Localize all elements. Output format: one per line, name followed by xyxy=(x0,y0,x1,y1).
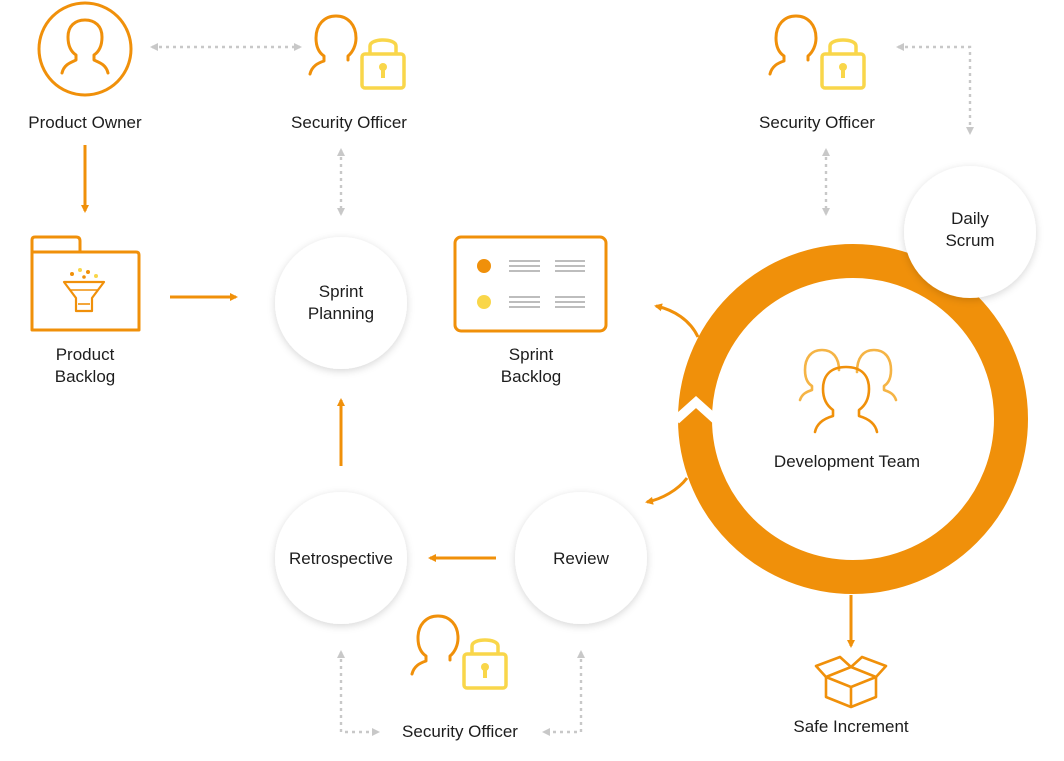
daily-scrum-line1: Daily xyxy=(951,209,989,228)
person-lock-icon xyxy=(410,614,508,690)
product-backlog-line1: Product xyxy=(55,345,115,364)
box-icon xyxy=(814,655,888,709)
review-circle xyxy=(515,492,647,624)
sprint-backlog-label: Sprint Backlog xyxy=(471,344,591,388)
sprint-planning-line2: Planning xyxy=(307,304,375,323)
product-owner-label: Product Owner xyxy=(28,113,142,132)
sprint-planning-label: Sprint Planning xyxy=(281,281,401,325)
development-team-label: Development Team xyxy=(773,452,921,471)
sprint-backlog-line2: Backlog xyxy=(500,367,562,386)
arrow-ring-to-sprint-backlog xyxy=(654,303,700,338)
retrospective-label: Retrospective xyxy=(289,549,393,568)
person-lock-icon xyxy=(308,14,406,90)
review-label: Review xyxy=(553,549,609,568)
security-officer-right-label: Security Officer xyxy=(759,113,875,132)
person-lock-icon xyxy=(768,14,866,90)
folder-funnel-icon xyxy=(30,235,141,332)
product-backlog-label: Product Backlog xyxy=(25,344,145,388)
security-officer-bottom-label: Security Officer xyxy=(402,722,518,741)
daily-scrum-line2: Scrum xyxy=(945,231,995,250)
safe-increment-label: Safe Increment xyxy=(793,717,909,736)
flow-arrows xyxy=(81,145,855,648)
board-list-icon xyxy=(453,235,608,333)
sprint-planning-line1: Sprint xyxy=(318,282,364,301)
product-backlog-line2: Backlog xyxy=(54,367,116,386)
person-icon xyxy=(37,1,133,97)
link-retro-security-bottom xyxy=(337,650,380,736)
sprint-backlog-line1: Sprint xyxy=(508,345,554,364)
security-links xyxy=(150,43,974,736)
development-cycle-ring xyxy=(672,244,1028,594)
link-security-right-daily-scrum xyxy=(896,43,974,135)
team-icon xyxy=(798,348,898,434)
arrow-ring-to-review xyxy=(645,477,689,505)
link-review-security-bottom xyxy=(542,650,585,736)
daily-scrum-circle xyxy=(904,166,1036,298)
retrospective-circle xyxy=(275,492,407,624)
sprint-planning-circle xyxy=(275,237,407,369)
daily-scrum-label: Daily Scrum xyxy=(910,208,1030,252)
security-officer-top-label: Security Officer xyxy=(291,113,407,132)
